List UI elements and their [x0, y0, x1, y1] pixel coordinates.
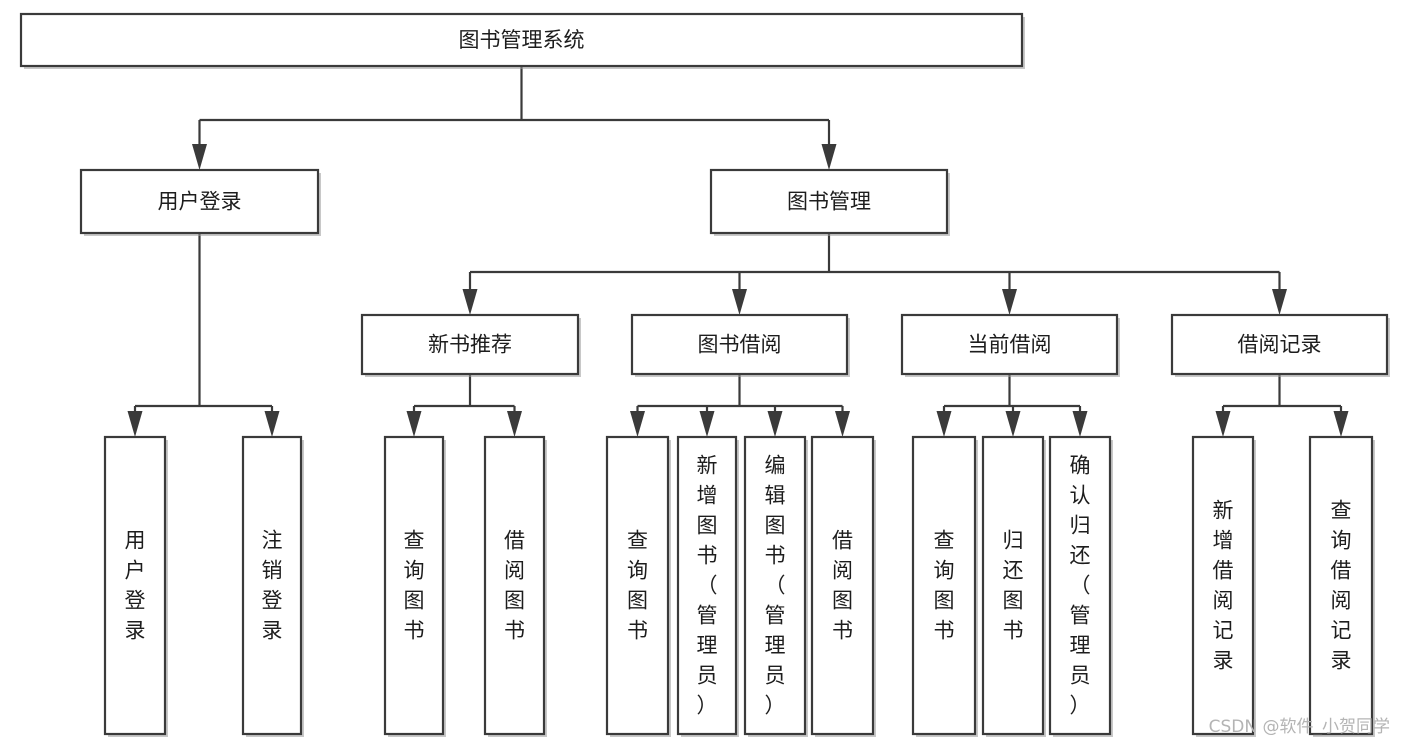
- node-box: [981, 435, 1045, 736]
- node-label: 图书管理系统: [459, 28, 585, 52]
- node-box: [911, 435, 977, 736]
- connector-group: [462, 233, 1287, 315]
- node-label: 注销登录: [262, 529, 283, 643]
- arrow-head-e-root-book-manage: [821, 144, 837, 170]
- node-layer: 图书管理系统用户登录图书管理新书推荐图书借阅当前借阅借阅记录用户登录注销登录查询…: [19, 12, 1390, 737]
- node-leaf-borrow-book-1[interactable]: 借阅图书: [483, 435, 547, 737]
- arrow-head-e-book-borrow-add-book: [699, 411, 715, 437]
- node-leaf-borrow-book-2[interactable]: 借阅图书: [810, 435, 876, 737]
- arrow-head-e-borrow-record-add-record: [1215, 411, 1231, 437]
- arrow-head-e-book-borrow-query-book-2: [630, 411, 645, 437]
- node-leaf-confirm-return[interactable]: 确认归还（管理员）: [1048, 435, 1113, 737]
- node-leaf-query-book-3[interactable]: 查询图书: [911, 435, 978, 737]
- node-leaf-edit-book[interactable]: 编辑图书（管理员）: [743, 435, 808, 737]
- arrow-head-e-user-login-leaf-logout: [264, 411, 280, 437]
- arrow-head-e-book-manage-book-borrow: [732, 289, 747, 315]
- arrow-head-e-book-borrow-borrow-book-2: [835, 411, 850, 437]
- node-box: [743, 435, 807, 736]
- arrow-head-e-new-book-rec-query-book-1: [406, 411, 422, 437]
- node-box: [709, 168, 949, 235]
- arrow-head-e-user-login-leaf-user-login: [127, 411, 143, 437]
- node-box: [630, 313, 849, 376]
- node-box: [900, 313, 1119, 376]
- node-l3-current-borrow[interactable]: 当前借阅: [900, 313, 1120, 377]
- node-box: [1170, 313, 1389, 376]
- node-label: 查询图书: [627, 529, 648, 643]
- node-label: 用户登录: [125, 529, 146, 643]
- node-label: 编辑图书（管理员）: [765, 454, 786, 718]
- arrow-head-e-borrow-record-query-record: [1333, 411, 1349, 437]
- node-leaf-query-book-2[interactable]: 查询图书: [605, 435, 671, 737]
- connector-group: [192, 66, 837, 170]
- csdn-watermark: CSDN @软件_小贺同学: [1209, 717, 1390, 737]
- node-label: 查询图书: [934, 529, 955, 643]
- node-label: 借阅图书: [832, 529, 853, 643]
- node-leaf-add-book[interactable]: 新增图书（管理员）: [676, 435, 739, 737]
- node-label: 当前借阅: [968, 333, 1052, 357]
- node-leaf-return-book[interactable]: 归还图书: [981, 435, 1046, 737]
- node-box: [676, 435, 738, 736]
- node-label: 新增图书（管理员）: [697, 454, 718, 718]
- node-box: [1308, 435, 1374, 736]
- node-label: 图书借阅: [698, 333, 782, 357]
- node-leaf-query-book-1[interactable]: 查询图书: [383, 435, 446, 737]
- node-box: [79, 168, 320, 235]
- node-label: 查询图书: [404, 529, 425, 643]
- node-l3-borrow-record[interactable]: 借阅记录: [1170, 313, 1390, 377]
- node-label: 确认归还（管理员）: [1070, 454, 1091, 718]
- connector-group: [127, 233, 280, 437]
- arrow-head-e-current-borrow-query-book-3: [936, 411, 952, 437]
- connector-group: [630, 374, 850, 437]
- node-box: [810, 435, 875, 736]
- node-label: 借阅记录: [1238, 333, 1322, 357]
- node-label: 新书推荐: [428, 333, 512, 357]
- node-box: [383, 435, 445, 736]
- arrow-head-e-current-borrow-confirm-return: [1072, 411, 1088, 437]
- arrow-head-e-book-borrow-edit-book: [767, 411, 783, 437]
- node-l3-book-borrow[interactable]: 图书借阅: [630, 313, 850, 377]
- node-label: 图书管理: [787, 190, 871, 214]
- arrow-head-e-current-borrow-return-book: [1005, 411, 1021, 437]
- node-label: 新增借阅记录: [1213, 499, 1234, 673]
- node-root[interactable]: 图书管理系统: [19, 12, 1025, 69]
- arrow-head-e-root-user-login: [192, 144, 207, 170]
- arrow-head-e-book-manage-current-borrow: [1002, 289, 1017, 315]
- connector-layer: [127, 66, 1349, 437]
- node-label: 借阅图书: [504, 529, 525, 643]
- arrow-head-e-book-manage-borrow-record: [1272, 289, 1287, 315]
- arrow-head-e-book-manage-new-book-rec: [462, 289, 478, 315]
- node-box: [605, 435, 670, 736]
- node-l2-book-manage[interactable]: 图书管理: [709, 168, 950, 236]
- node-box: [241, 435, 303, 736]
- node-box: [103, 435, 167, 736]
- node-leaf-user-login[interactable]: 用户登录: [103, 435, 168, 737]
- node-box: [1191, 435, 1255, 736]
- connector-group: [936, 374, 1088, 437]
- arrow-head-e-new-book-rec-borrow-book-1: [507, 411, 522, 437]
- node-label: 用户登录: [158, 190, 242, 214]
- node-box: [19, 12, 1024, 68]
- node-leaf-add-record[interactable]: 新增借阅记录: [1191, 435, 1256, 737]
- node-box: [360, 313, 580, 376]
- node-leaf-logout[interactable]: 注销登录: [241, 435, 304, 737]
- connector-group: [1215, 374, 1349, 437]
- node-box: [1048, 435, 1112, 736]
- connector-group: [406, 374, 522, 437]
- node-label: 归还图书: [1003, 529, 1024, 643]
- node-box: [483, 435, 546, 736]
- node-leaf-query-record[interactable]: 查询借阅记录: [1308, 435, 1375, 737]
- node-l2-user-login[interactable]: 用户登录: [79, 168, 321, 236]
- node-label: 查询借阅记录: [1331, 499, 1352, 673]
- node-l3-new-book-rec[interactable]: 新书推荐: [360, 313, 581, 377]
